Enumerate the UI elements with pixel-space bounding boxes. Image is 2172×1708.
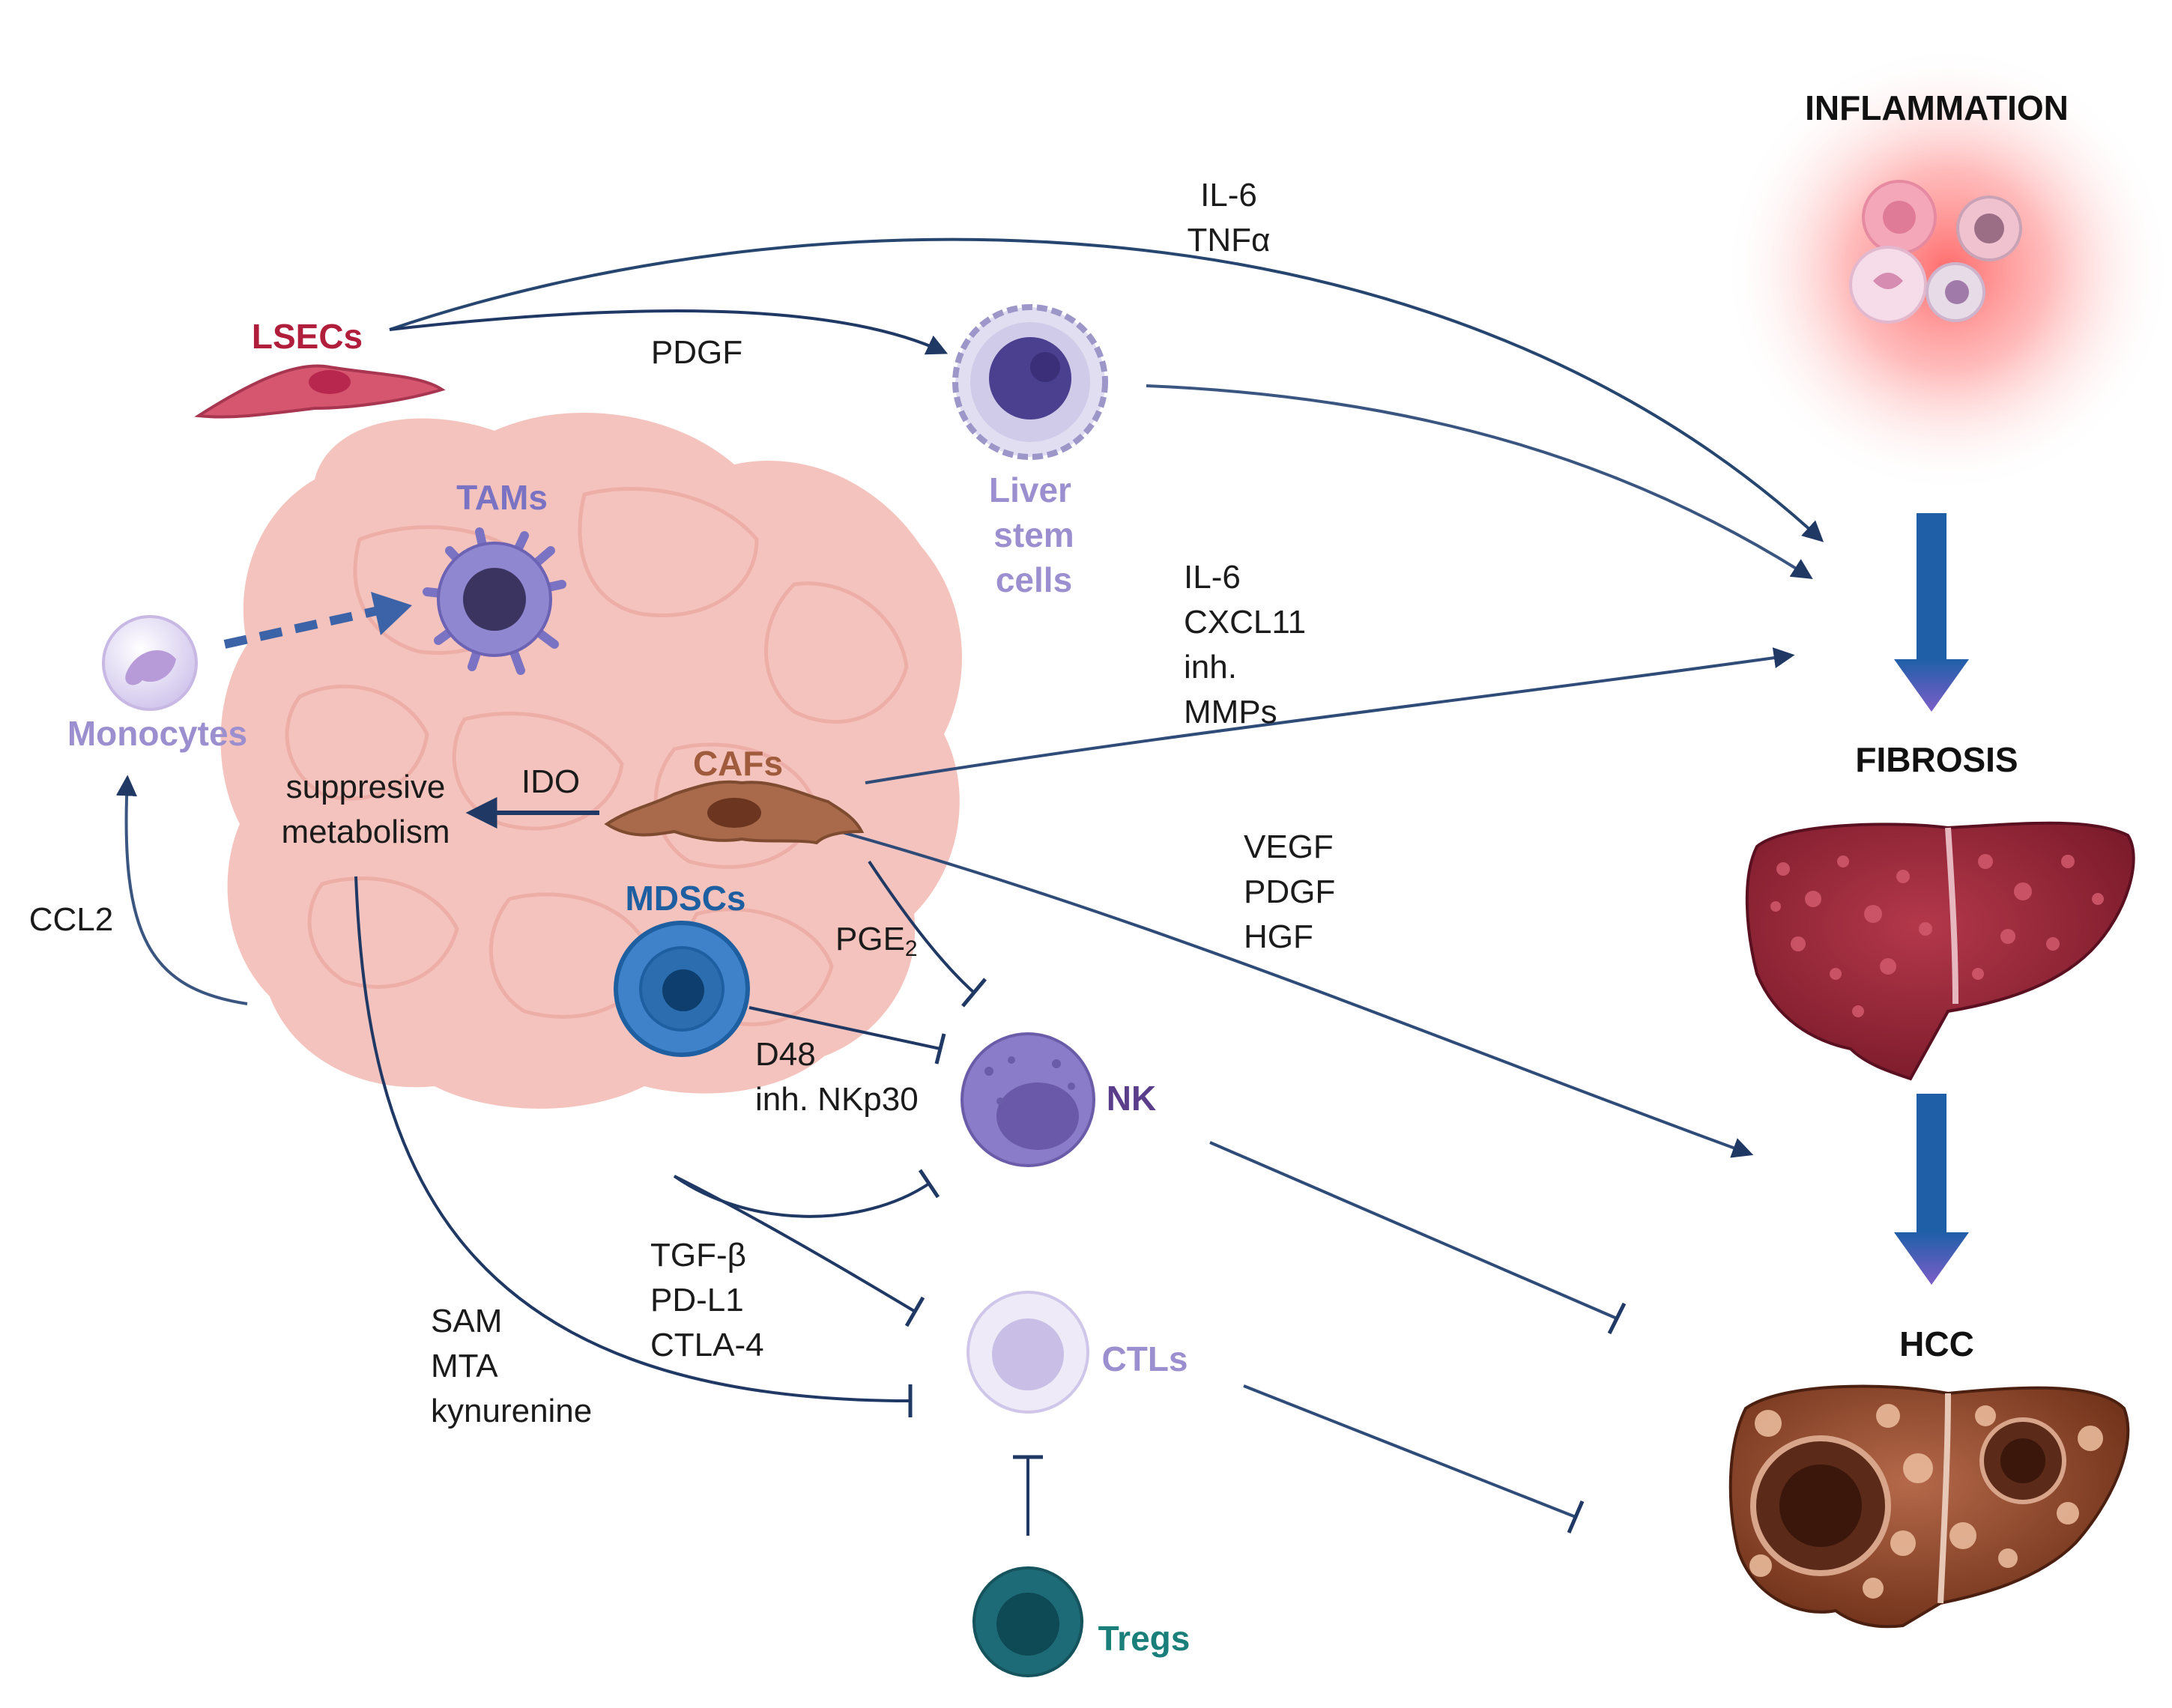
fibrosis-label: FIBROSIS	[1855, 740, 2018, 779]
inhibit-metabolism-to-ctls	[354, 876, 911, 1402]
arrow-lsecs-to-stem-cells	[389, 309, 949, 355]
lsecs-label: LSECs	[252, 317, 363, 356]
fibrosis-stage: FIBROSIS	[1745, 513, 2135, 1081]
liver-stem-cells-label-2: stem	[993, 515, 1074, 554]
inflammation-stage: INFLAMMATION	[1723, 45, 2172, 494]
liver-stem-cells-label-1: Liver	[989, 470, 1071, 509]
label-pdgf: PDGF	[651, 334, 742, 371]
inhibit-tumor-to-nk	[673, 1175, 931, 1218]
progression-arrow-1	[1894, 513, 1969, 712]
label-pdgf-2: PDGF	[1244, 873, 1335, 910]
label-kynurenine: kynurenine	[431, 1393, 592, 1429]
label-il6: IL-6	[1200, 177, 1257, 214]
arrow-monocytes-to-tams	[223, 606, 380, 649]
tumor-mass	[220, 412, 962, 1109]
ctls-label: CTLs	[1102, 1339, 1188, 1378]
inhibit-nk-to-hcc	[1209, 1141, 1618, 1320]
hcc-liver-icon	[1728, 1384, 2130, 1629]
label-hgf: HGF	[1244, 918, 1313, 955]
label-il6-2: IL-6	[1184, 559, 1241, 596]
hcc-stage: HCC	[1728, 1094, 2130, 1629]
label-cxcl11: CXCL11	[1184, 604, 1306, 640]
label-tnfa: TNFα	[1188, 222, 1271, 258]
inflammatory-cells-icon	[1849, 180, 2022, 324]
cafs-cell: CAFs	[604, 744, 865, 845]
label-metabolism: metabolism	[282, 814, 450, 850]
nk-label: NK	[1107, 1079, 1156, 1118]
arrow-cafs-to-fibrosis	[865, 647, 1795, 784]
hcc-label: HCC	[1899, 1324, 1974, 1363]
connections	[115, 237, 1824, 1536]
label-inh: inh.	[1184, 649, 1237, 685]
label-suppressive: suppresive	[286, 769, 446, 805]
label-ccl2: CCL2	[29, 901, 114, 938]
arrow-tumor-to-monocytes	[115, 775, 248, 1005]
label-d48: D48	[755, 1036, 816, 1073]
liver-stem-cells-cell: Liver stem cells	[952, 304, 1108, 599]
inhibit-tumor-to-ctls	[674, 1175, 916, 1312]
inflammation-label: INFLAMMATION	[1805, 88, 2069, 127]
label-nkp30: inh. NKp30	[755, 1081, 919, 1118]
label-pge2-subscript: 2	[905, 936, 918, 961]
arrow-stem-cells-to-fibrosis	[1146, 384, 1813, 580]
label-pdl1: PD-L1	[650, 1282, 744, 1318]
progression-arrow-2	[1894, 1094, 1969, 1285]
tregs-cell: Tregs	[972, 1566, 1191, 1677]
tams-label: TAMs	[456, 478, 548, 517]
mdscs-cell: MDSCs	[614, 879, 750, 1057]
monocytes-cell: Monocytes	[67, 615, 247, 753]
lsecs-cell: LSECs	[194, 317, 446, 419]
mediator-labels: IL-6 TNFα PDGF IL-6 CXCL11 inh. MMPs sup…	[29, 177, 1335, 1429]
tams-cell: TAMs	[423, 478, 566, 675]
label-mmps: MMPs	[1184, 694, 1277, 730]
cafs-label: CAFs	[693, 744, 783, 783]
label-pge2: PGE2	[835, 921, 918, 961]
arrow-lsecs-to-fibrosis	[389, 237, 1824, 542]
monocytes-label: Monocytes	[67, 714, 247, 753]
label-ido: IDO	[521, 763, 580, 800]
label-vegf: VEGF	[1244, 829, 1334, 865]
label-tgfb: TGF-β	[650, 1237, 746, 1274]
ctls-cell: CTLs	[966, 1291, 1188, 1414]
inhibit-cafs-to-nk	[868, 860, 975, 994]
mdscs-label: MDSCs	[625, 879, 745, 918]
tregs-label: Tregs	[1098, 1619, 1191, 1658]
label-mta: MTA	[431, 1348, 498, 1384]
liver-stem-cells-label-3: cells	[996, 560, 1072, 599]
label-ctla4: CTLA-4	[650, 1327, 764, 1363]
fibrotic-liver-icon	[1745, 821, 2135, 1081]
nk-cell: NK	[961, 1032, 1156, 1167]
inhibit-mdscs-to-nk	[748, 1006, 941, 1050]
arrow-cafs-to-hcc	[838, 830, 1754, 1158]
inhibit-ctls-to-hcc	[1243, 1384, 1576, 1518]
label-sam: SAM	[431, 1303, 502, 1339]
